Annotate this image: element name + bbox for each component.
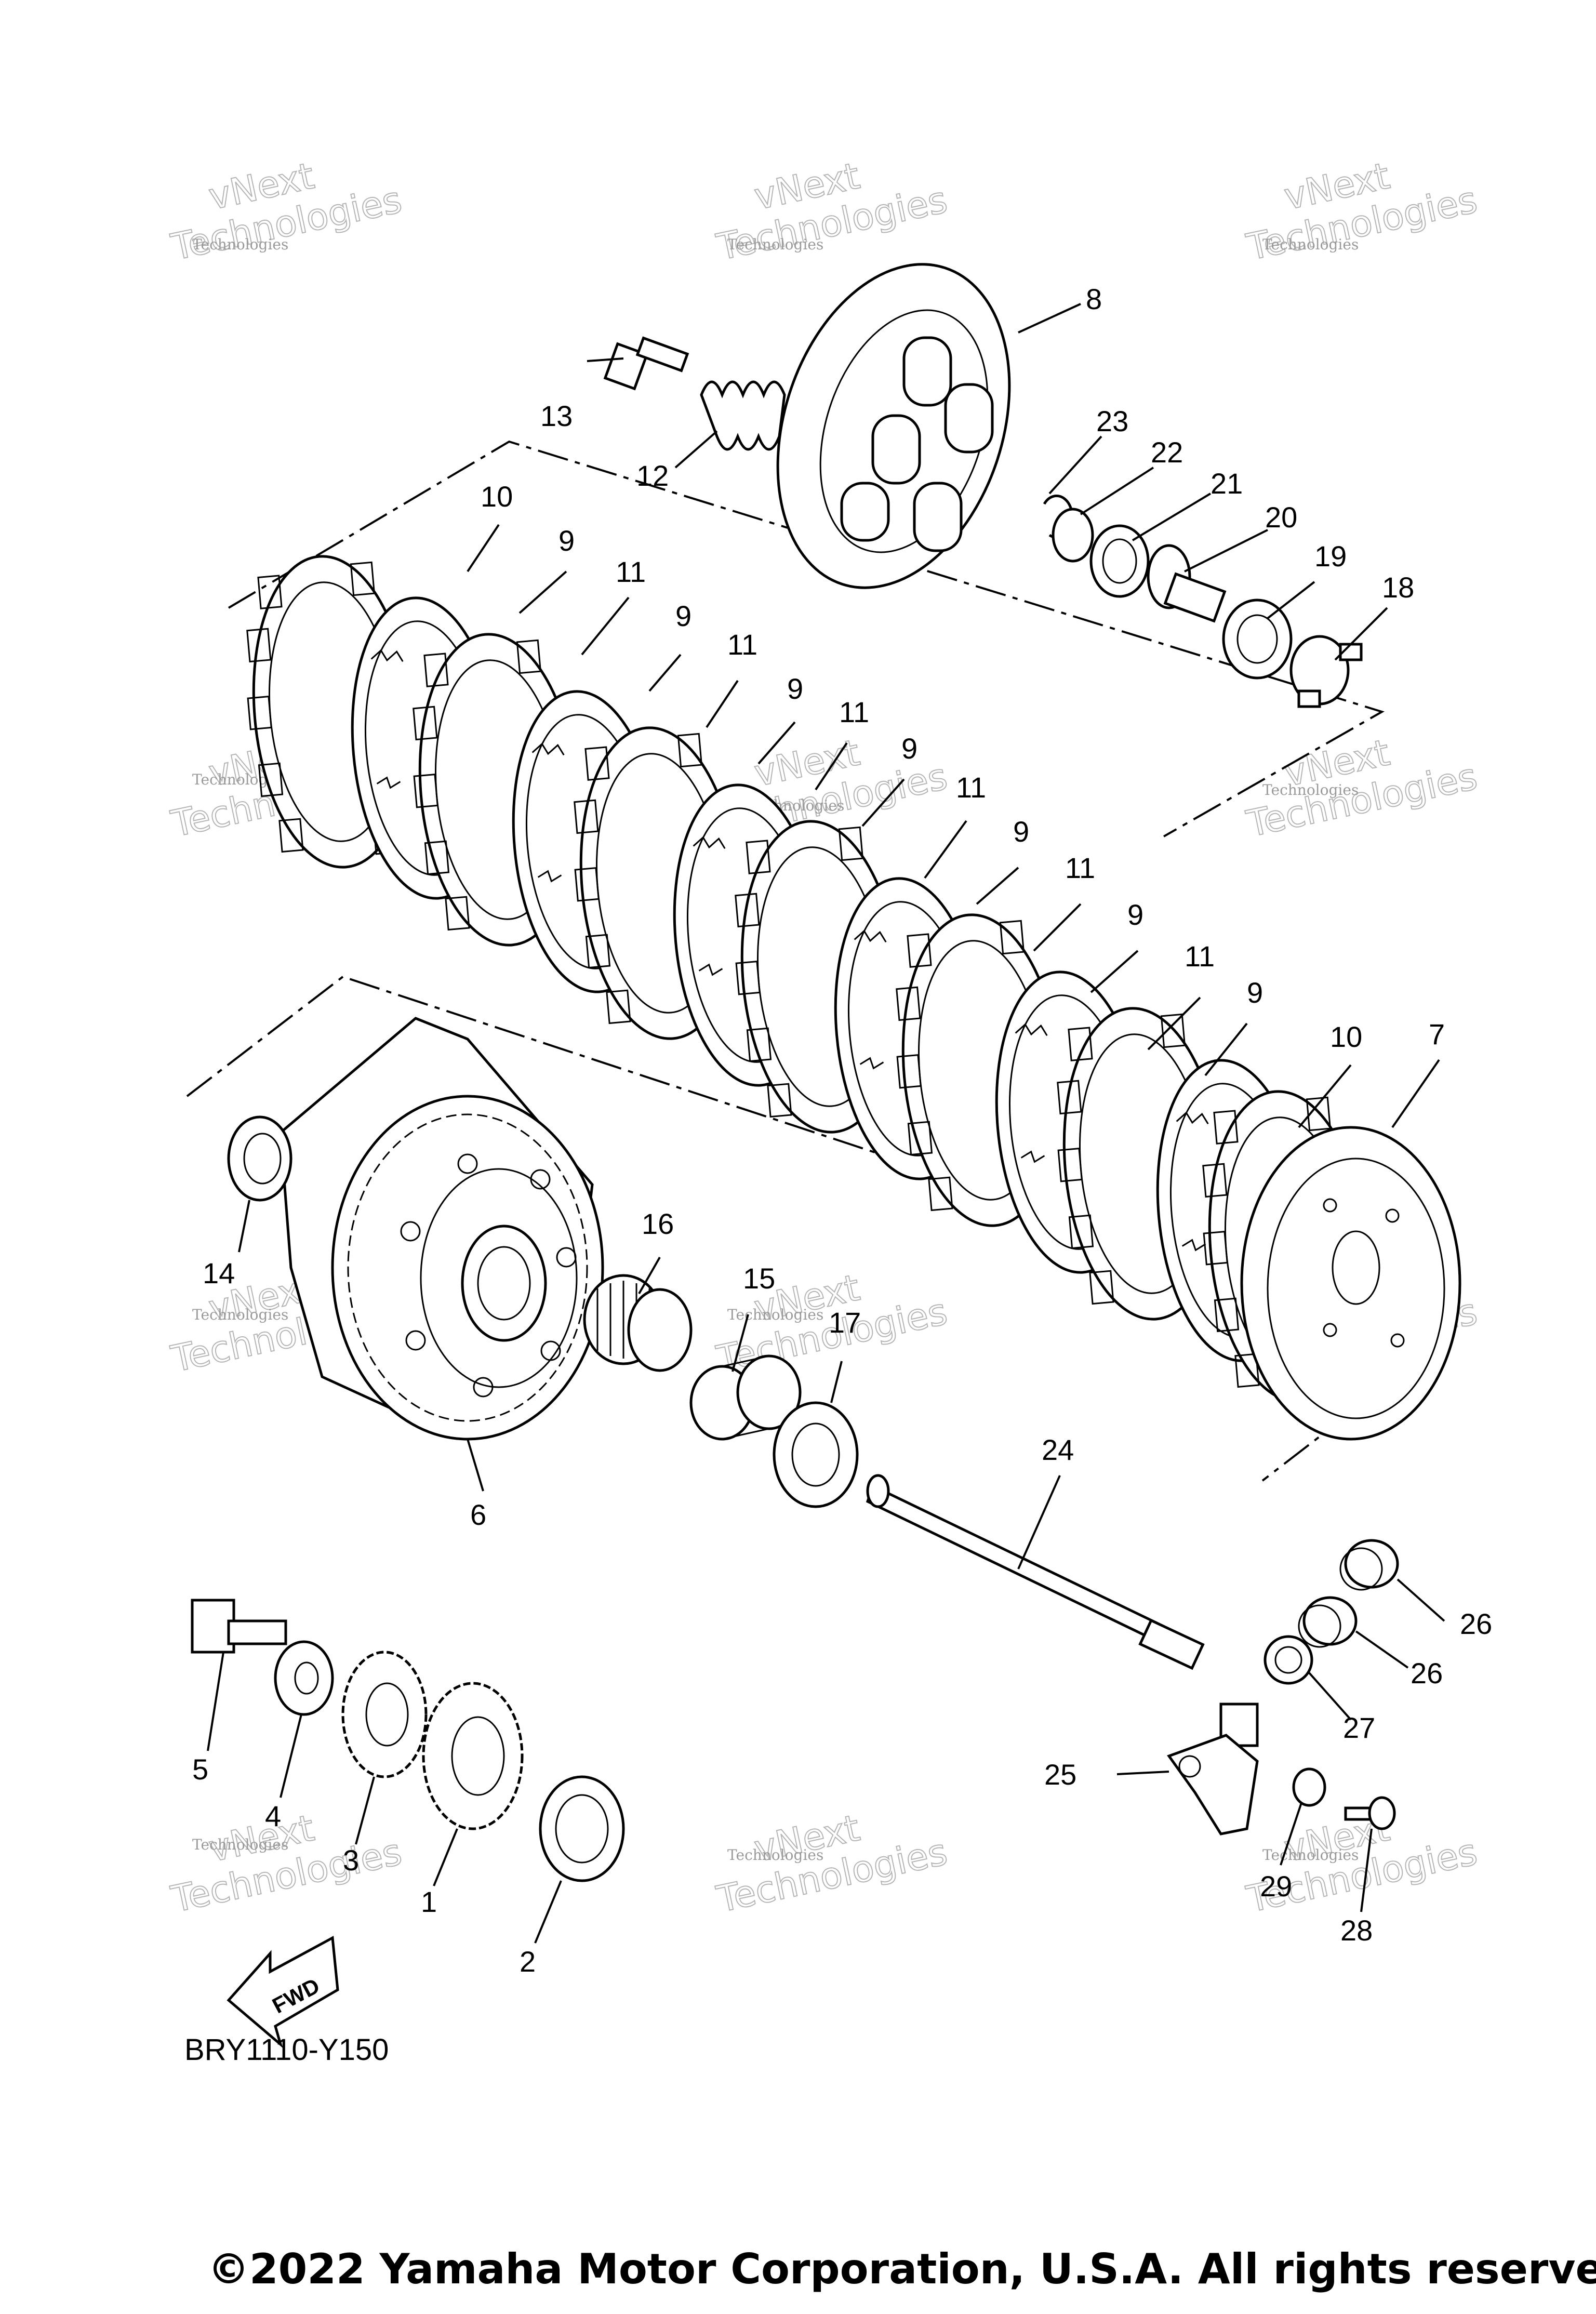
watermark-text: Technologies <box>727 1846 823 1864</box>
collar-15 <box>689 1354 802 1441</box>
callout-17: 17 <box>829 1306 861 1339</box>
callout-10-lower: 10 <box>1330 1020 1362 1053</box>
nut-19 <box>1222 599 1293 680</box>
watermark-text: Technologies <box>192 1306 288 1323</box>
washer-22 <box>1052 508 1094 563</box>
washer-4 <box>274 1640 334 1716</box>
callout-25: 25 <box>1044 1758 1076 1791</box>
push-rod-24 <box>866 1474 1205 1670</box>
callout-2: 2 <box>520 1945 536 1978</box>
callout-29: 29 <box>1260 1870 1292 1903</box>
push-lever-shaft-25 <box>1167 1703 1259 1836</box>
callout-13: 13 <box>540 400 573 432</box>
watermark-text: Technologies <box>192 1836 288 1853</box>
callout-11-a: 11 <box>616 555 646 588</box>
thrust-washer-17 <box>773 1401 859 1508</box>
gear-3 <box>341 1651 428 1778</box>
callout-18: 18 <box>1382 571 1414 604</box>
callout-23: 23 <box>1096 405 1128 437</box>
callout-11-d: 11 <box>956 771 986 804</box>
watermark-text: Technologies <box>192 236 288 253</box>
callout-15: 15 <box>743 1262 775 1295</box>
plate-stack-frame-upper <box>228 440 1385 837</box>
bearing-26-upper <box>1339 1539 1399 1591</box>
watermark-text: Technologies <box>1262 781 1359 799</box>
callout-9-a: 9 <box>558 524 575 557</box>
callout-26-lower: 26 <box>1411 1657 1443 1690</box>
watermark-text: Technologies <box>727 236 823 253</box>
callout-14: 14 <box>203 1257 235 1289</box>
callout-28: 28 <box>1340 1914 1373 1947</box>
callout-16: 16 <box>642 1207 674 1240</box>
clutch-housing-6 <box>279 1017 604 1441</box>
copyright-notice: ©2022 Yamaha Motor Corporation, U.S.A. A… <box>208 2245 1596 2293</box>
callout-9-e: 9 <box>1013 815 1029 848</box>
clutch-boss-7 <box>1240 1126 1461 1441</box>
callout-9-g: 9 <box>1247 976 1263 1009</box>
bearing-26-lower <box>1298 1596 1358 1648</box>
callout-26-upper: 26 <box>1460 1607 1492 1640</box>
callout-6: 6 <box>470 1498 486 1531</box>
callout-11-e: 11 <box>1065 852 1095 884</box>
diagram-code: BRY1110-Y150 <box>184 2033 389 2067</box>
callout-22: 22 <box>1151 436 1183 469</box>
callout-11-f: 11 <box>1185 940 1215 973</box>
callout-3: 3 <box>343 1844 359 1877</box>
callout-7: 7 <box>1429 1018 1445 1050</box>
callout-12: 12 <box>636 459 669 492</box>
watermark-text: Technologies <box>1262 1846 1359 1864</box>
watermark-text: Technologies <box>727 1306 823 1323</box>
callout-11-c: 11 <box>839 696 869 728</box>
callout-9-f: 9 <box>1127 898 1143 931</box>
spring-12 <box>700 380 786 451</box>
bolt-5 <box>191 1599 287 1654</box>
callout-9-c: 9 <box>787 672 803 705</box>
washer-29 <box>1292 1767 1326 1807</box>
callout-9-b: 9 <box>675 600 691 632</box>
callout-9-d: 9 <box>901 732 917 765</box>
callout-19: 19 <box>1314 540 1347 573</box>
callout-21: 21 <box>1211 467 1243 500</box>
callout-5: 5 <box>192 1753 208 1786</box>
bolt-13 <box>603 336 689 391</box>
thrust-washer-14 <box>227 1115 292 1202</box>
callout-24: 24 <box>1042 1433 1074 1466</box>
callout-11-b: 11 <box>727 628 757 661</box>
oil-seal-27 <box>1264 1635 1313 1685</box>
bearing-21 <box>1089 524 1150 598</box>
watermark-text: Technologies <box>1262 236 1359 253</box>
callout-1: 1 <box>421 1885 437 1918</box>
bearing-2 <box>539 1775 625 1882</box>
needle-bearing-16 <box>583 1274 693 1372</box>
callout-4: 4 <box>265 1800 281 1832</box>
gear-1 <box>422 1682 524 1830</box>
callout-10-upper: 10 <box>481 480 513 513</box>
lock-washer-18 <box>1289 635 1363 708</box>
push-rod-20 <box>1147 544 1227 623</box>
callout-27: 27 <box>1343 1711 1375 1744</box>
callout-20: 20 <box>1265 501 1297 534</box>
fwd-arrow: FWD <box>227 1936 339 2049</box>
pressure-plate <box>776 263 1011 589</box>
callout-8: 8 <box>1086 283 1102 315</box>
screw-28 <box>1344 1796 1396 1830</box>
